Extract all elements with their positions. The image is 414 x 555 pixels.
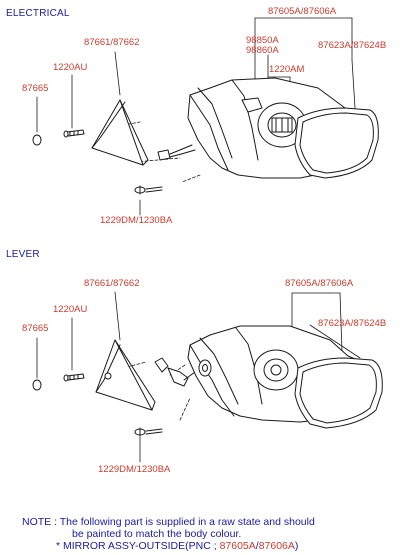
label-1229dm-1230ba: 1229DM/1230BA	[98, 464, 171, 475]
lever-mirror-glass	[294, 357, 383, 429]
label-87661-87662: 87661/87662	[84, 278, 140, 289]
electrical-triangle-cover	[91, 99, 149, 166]
label-98860a: 98860A	[246, 45, 279, 56]
note-line-2: be painted to match the body colour.	[72, 528, 242, 540]
label-1229dm-1230ba: 1229DM/1230BA	[100, 215, 173, 226]
part-87662: 87662	[113, 37, 140, 48]
part-87661: 87661	[84, 278, 111, 289]
label-87605a-87606a: 87605A/87606A	[268, 6, 337, 17]
electrical-mirror-glass	[294, 107, 379, 179]
part-87606a: 87606A	[320, 278, 354, 289]
label-87605a-87606a: 87605A/87606A	[285, 278, 354, 289]
part-87624b: 87624B	[353, 40, 387, 51]
note-text-3: * MIRROR ASSY-OUTSIDE(PNC ;	[56, 540, 217, 552]
note-line-3: * MIRROR ASSY-OUTSIDE(PNC ; 87605A/87606…	[56, 540, 299, 552]
label-87665: 87665	[22, 83, 49, 94]
label-87665: 87665	[22, 323, 49, 334]
section-title-electrical: ELECTRICAL	[6, 8, 70, 19]
label-87623a-87624b: 87623A/87624B	[318, 318, 387, 329]
section-title-lever: LEVER	[6, 249, 40, 260]
label-98850a: 98850A	[246, 35, 279, 46]
note-text-1: : The following part is supplied in a ra…	[54, 516, 315, 528]
label-1220au: 1220AU	[53, 62, 88, 73]
lever-pivot-assembly	[253, 349, 299, 391]
part-87662: 87662	[113, 278, 140, 289]
part-1229dm: 1229DM	[98, 464, 134, 475]
part-87624b: 87624B	[353, 318, 387, 329]
part-87661: 87661	[84, 37, 111, 48]
part-1230ba: 1230BA	[136, 464, 171, 475]
electrical-plug-87665	[32, 134, 42, 146]
label-87623a-87624b: 87623A/87624B	[318, 40, 387, 51]
electrical-bolt-1229dm	[134, 185, 163, 195]
lever-triangle-cover	[95, 339, 156, 411]
part-87623a: 87623A	[318, 318, 351, 329]
part-87605a: 87605A	[285, 278, 318, 289]
note-line-1: NOTE : The following part is supplied in…	[22, 516, 315, 528]
part-1229dm: 1229DM	[100, 215, 136, 226]
part-1230ba: 1230BA	[138, 215, 173, 226]
part-87623a: 87623A	[318, 40, 351, 51]
label-1220am: 1220AM	[269, 64, 305, 75]
note-part-87606a: 87606A	[258, 540, 295, 552]
part-87606a: 87606A	[303, 6, 337, 17]
note-suffix: )	[294, 540, 299, 552]
note-part-87605a: 87605A	[219, 540, 256, 552]
lever-plug-87665	[32, 379, 42, 391]
lever-screw-1220au	[63, 373, 85, 382]
lever-bolt-1229dm	[134, 427, 163, 437]
note-prefix: NOTE	[22, 516, 52, 528]
part-87605a: 87605A	[268, 6, 301, 17]
electrical-leader-lines	[36, 17, 356, 216]
label-87661-87662: 87661/87662	[84, 37, 140, 48]
lever-knob	[154, 357, 196, 387]
electrical-connector	[157, 144, 196, 161]
label-1220au: 1220AU	[53, 304, 88, 315]
electrical-motor-unit	[257, 102, 307, 148]
electrical-screw-1220au	[63, 129, 85, 138]
